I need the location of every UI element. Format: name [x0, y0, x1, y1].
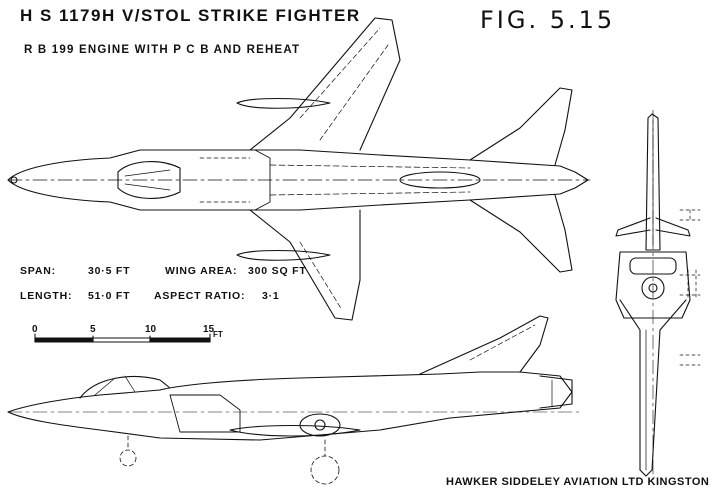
upper-wing — [249, 17, 401, 151]
front-fin — [645, 113, 661, 251]
upper-tailplane — [469, 87, 573, 166]
canopy — [117, 161, 181, 199]
lower-tailplane — [469, 194, 573, 273]
front-view — [615, 109, 701, 481]
vertical-fin — [419, 315, 549, 375]
engine-nozzle — [299, 413, 341, 437]
plan-view — [7, 17, 591, 321]
scale-tick-15: 15 — [203, 324, 215, 335]
aspect-ratio-label: ASPECT RATIO: — [154, 290, 246, 302]
wing-area-value: 300 SQ FT — [248, 265, 307, 277]
ventral-store — [229, 424, 361, 437]
lower-wing — [249, 209, 361, 321]
length-value: 51·0 FT — [88, 290, 131, 302]
span-label: SPAN: — [20, 265, 56, 277]
front-wing-lower — [619, 299, 687, 477]
manufacturer-credit: HAWKER SIDDELEY AVIATION LTD KINGSTON — [446, 476, 710, 488]
scale-tick-10: 10 — [145, 324, 157, 335]
span-value: 30·5 FT — [88, 265, 131, 277]
upper-drop-tank — [236, 97, 331, 109]
wing-area-label: WING AREA: — [165, 265, 238, 277]
front-fuselage — [615, 251, 691, 319]
scale-tick-5: 5 — [90, 324, 96, 335]
drawing-subtitle: R B 199 ENGINE WITH P C B AND REHEAT — [24, 44, 301, 56]
nose-wheel — [119, 449, 137, 467]
scale-unit: FT — [213, 330, 223, 339]
drawing-title: H S 1179H V/STOL STRIKE FIGHTER — [20, 6, 361, 25]
side-canopy — [79, 376, 171, 399]
engine-nacelle — [399, 171, 481, 189]
lower-drop-tank — [236, 249, 331, 261]
figure-label: FIG. 5.15 — [480, 6, 616, 34]
length-label: LENGTH: — [20, 290, 73, 302]
scale-bar — [34, 333, 211, 343]
side-fuselage — [7, 371, 573, 441]
main-wheel — [310, 455, 340, 485]
scale-tick-0: 0 — [32, 324, 38, 335]
aspect-ratio-value: 3·1 — [262, 290, 280, 302]
side-view — [7, 315, 581, 485]
